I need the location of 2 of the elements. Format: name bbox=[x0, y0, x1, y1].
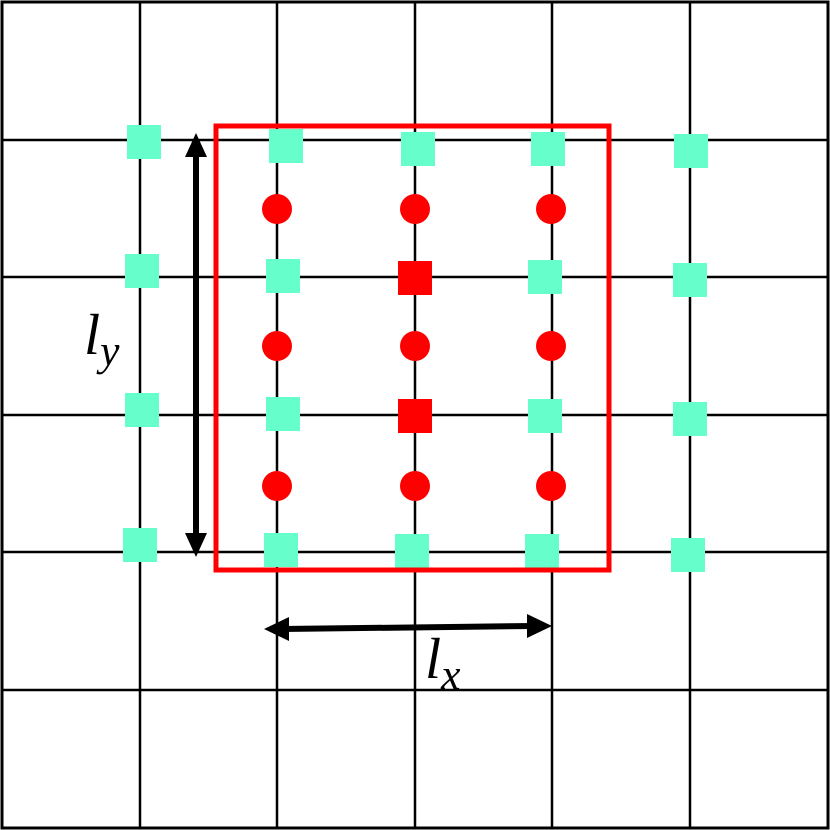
dimension-label: l$_{y}$ bbox=[84, 306, 120, 377]
dimension-label: l$_{x}$ bbox=[425, 630, 462, 701]
